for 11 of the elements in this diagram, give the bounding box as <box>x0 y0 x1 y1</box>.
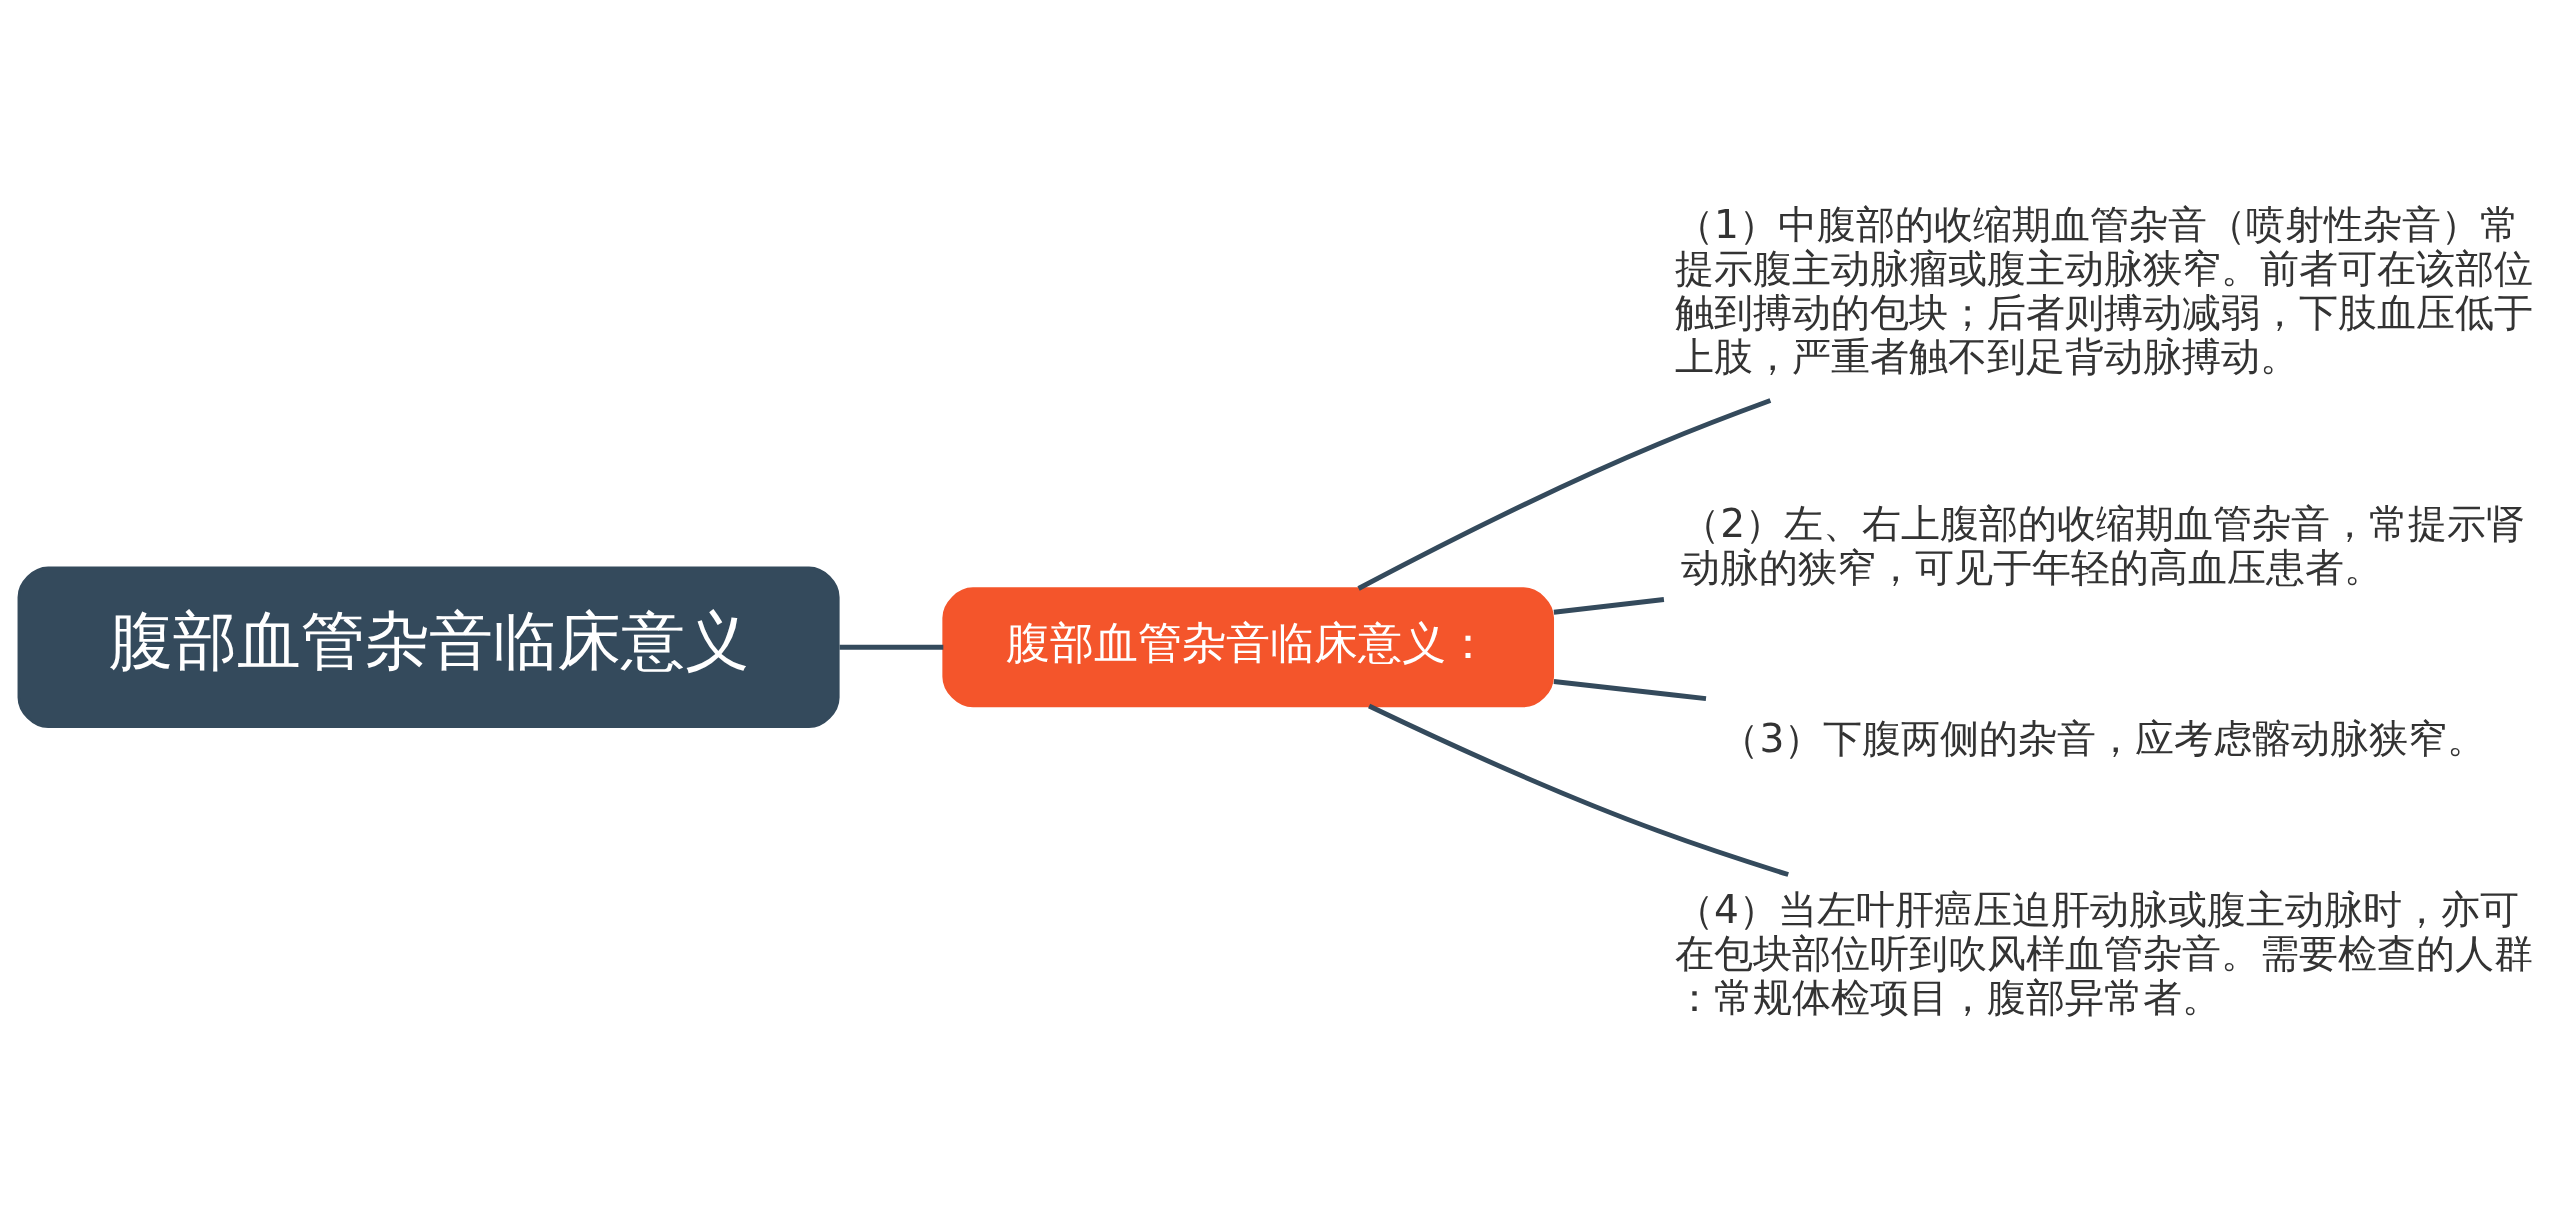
connector <box>1368 703 1789 877</box>
node-text: （2）左、右上腹部的收缩期血管杂音，常提示肾动脉的狭窄，可见于年轻的高血压患者。 <box>1681 500 2526 590</box>
connector <box>1357 398 1772 591</box>
node-box: 腹部血管杂音临床意义： <box>942 587 1555 708</box>
connector <box>1553 679 1707 702</box>
node-text: （1）中腹部的收缩期血管杂音（喷射性杂音）常提示腹主动脉瘤或腹主动脉狭窄。前者可在该部位触到搏动的包块；后者则搏动减弱，下肢血压低于上肢，严重者触不到足背动脉搏动。 <box>1675 202 2534 380</box>
connector <box>839 644 944 650</box>
node-text: （3）下腹两侧的杂音，应考虑髂动脉狭窄。 <box>1720 716 2487 762</box>
node-box: 腹部血管杂音临床意义 <box>17 566 840 729</box>
node-text: （4）当左叶肝癌压迫肝动脉或腹主动脉时，亦可在包块部位听到吹风样血管杂音。需要检查的人群：常规体检项目，腹部异常者。 <box>1675 887 2534 1021</box>
connector <box>1553 597 1665 615</box>
